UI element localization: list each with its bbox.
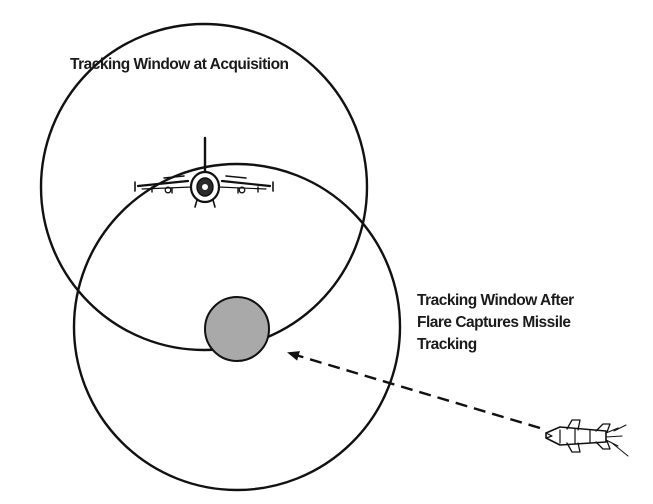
- fighter-jet-icon: [134, 136, 274, 208]
- flare-icon: [204, 296, 270, 362]
- acquisition-tracking-window: [39, 22, 369, 352]
- after-flare-label-line1: Tracking Window After: [417, 292, 574, 309]
- acquisition-window-label: Tracking Window at Acquisition: [70, 56, 289, 73]
- dashed-arrow-icon: [287, 351, 541, 430]
- after-flare-window-label: Tracking Window After Flare Captures Mis…: [417, 290, 574, 356]
- after-flare-tracking-window: [72, 162, 402, 492]
- missile-icon: [545, 419, 629, 457]
- after-flare-label-line3: Tracking: [417, 336, 477, 353]
- after-flare-label-line2: Flare Captures Missile: [417, 314, 571, 331]
